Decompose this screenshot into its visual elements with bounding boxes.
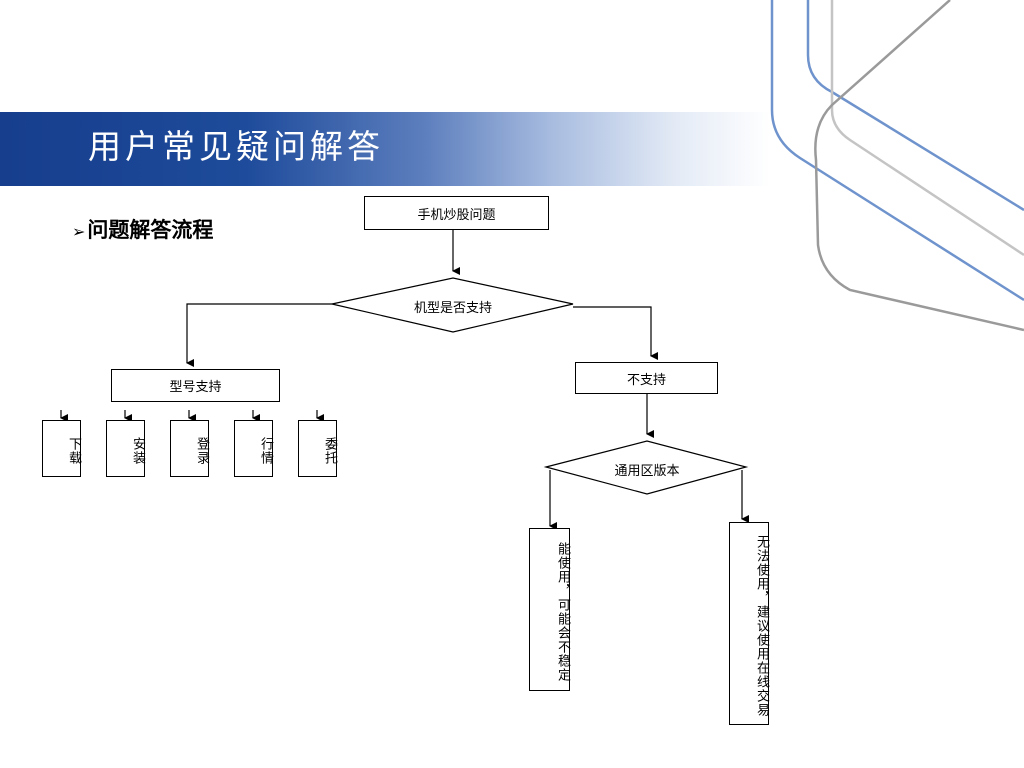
decision-label-version: 通用区版本 — [614, 464, 680, 479]
step-install: 安装 — [106, 420, 145, 477]
step-order: 委托 — [298, 420, 337, 477]
outcome-unusable: 无法使用，建议使用在线交易 — [729, 522, 769, 725]
arrow-bullet-icon: ➢ — [72, 222, 86, 241]
section-heading: ➢问题解答流程 — [72, 214, 213, 244]
page-title: 用户常见疑问解答 — [88, 127, 384, 166]
section-heading-label: 问题解答流程 — [87, 218, 214, 242]
step-quotes: 行情 — [234, 420, 273, 477]
step-download: 下载 — [42, 420, 81, 477]
step-login: 登录 — [170, 420, 209, 477]
supported-node: 型号支持 — [111, 369, 280, 402]
outcome-usable: 能使用，可能会不稳定 — [529, 528, 570, 691]
decision-label-model: 机型是否支持 — [413, 301, 492, 316]
start-node: 手机炒股问题 — [364, 196, 549, 230]
title-banner — [0, 112, 770, 186]
decision-diamond-version — [543, 440, 749, 495]
not-supported-node: 不支持 — [575, 362, 718, 394]
decision-diamond-model — [331, 277, 574, 333]
